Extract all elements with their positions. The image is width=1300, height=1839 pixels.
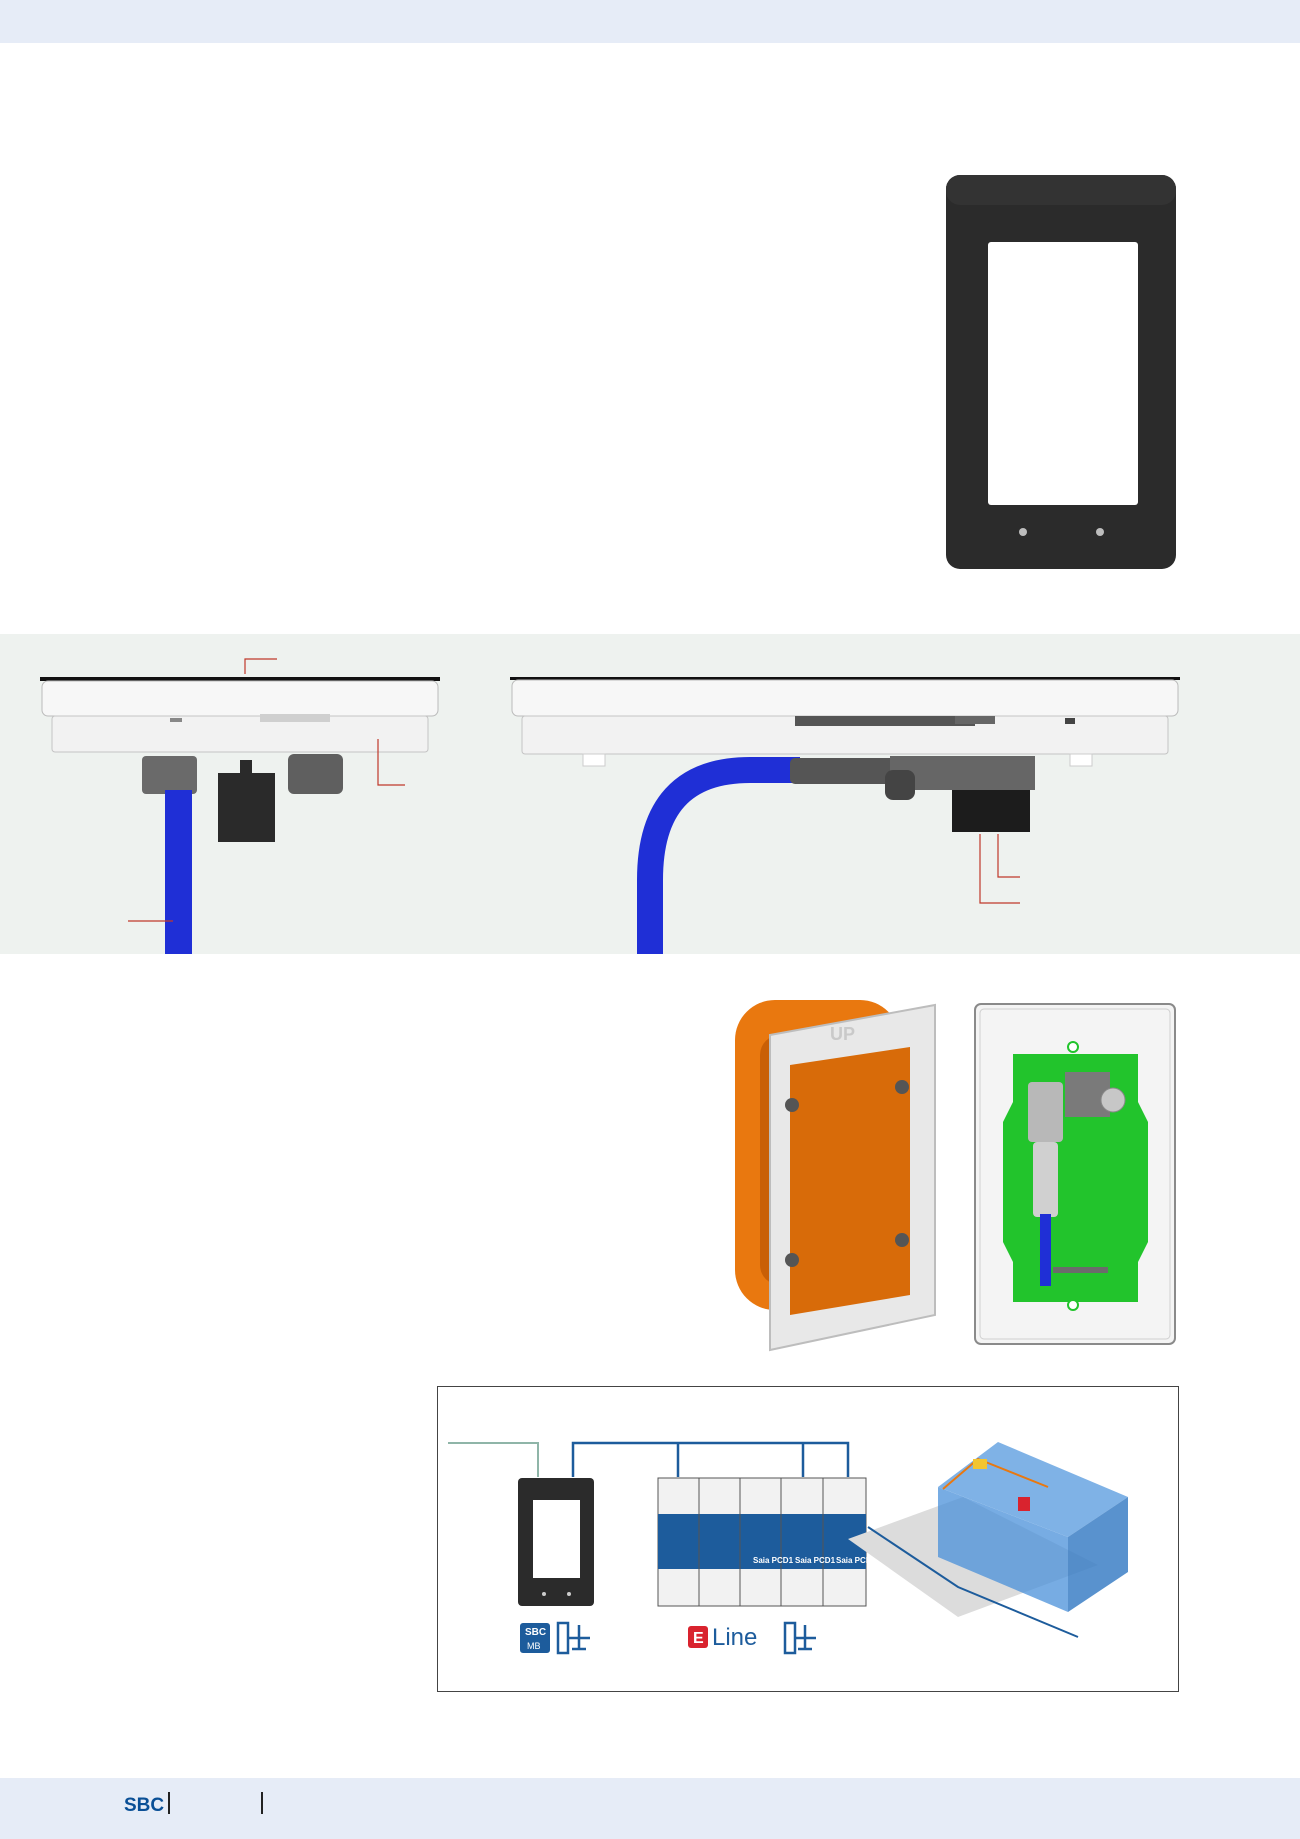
- terminal-block-side: [952, 790, 1030, 832]
- footer-divider-2: [261, 1792, 263, 1814]
- header-band: [0, 0, 1300, 43]
- network-topology-icon-1: [556, 1621, 590, 1655]
- ethernet-cable: [165, 790, 192, 954]
- panel-screen: [988, 242, 1138, 505]
- network-topology-icon-2: [783, 1621, 816, 1655]
- pcd-label-1: Saia PCD1: [753, 1556, 794, 1565]
- pcd-label-2: Saia PCD1: [795, 1556, 836, 1565]
- panel-led-left: [1019, 528, 1027, 536]
- eline-logo: E Line: [688, 1624, 757, 1651]
- panel-front-view: [946, 175, 1176, 569]
- pcd-modules: Saia PCD1 Saia PCD1 Saia PCD1: [657, 1477, 877, 1607]
- pcb-cable: [1040, 1214, 1051, 1286]
- rj45-plug: [142, 756, 197, 794]
- callout-line-lower-1: [997, 834, 1020, 878]
- terminal-block: [218, 760, 275, 842]
- ethernet-cable-curved: [637, 757, 800, 954]
- pcd-label-3: Saia PCD1: [836, 1556, 877, 1565]
- svg-text:Line: Line: [712, 1624, 757, 1651]
- grey-component: [288, 754, 343, 794]
- callout-line-top: [244, 658, 277, 674]
- room-illustration: [848, 1442, 1128, 1638]
- network-line-blue: [571, 1441, 850, 1477]
- footer-divider-1: [168, 1792, 170, 1814]
- svg-text:E: E: [693, 1630, 704, 1647]
- svg-text:MB: MB: [527, 1641, 541, 1651]
- rj45-plug-pcb: [1028, 1082, 1063, 1142]
- back-plate-pcb: [974, 1003, 1176, 1345]
- up-mark: UP: [830, 1024, 855, 1044]
- sbc-mb-logo: SBC MB: [520, 1623, 550, 1653]
- footer-brand: SBC: [124, 1795, 165, 1816]
- panel-led-right: [1096, 528, 1104, 536]
- network-line-green: [448, 1442, 539, 1477]
- callout-line-lower-2: [979, 834, 1020, 904]
- svg-text:SBC: SBC: [525, 1627, 546, 1638]
- callout-line-right: [377, 739, 405, 786]
- side-view-wide: [510, 677, 1180, 954]
- rj45-plug-side: [790, 758, 910, 784]
- flush-mount-box: UP: [735, 1000, 936, 1352]
- side-view-narrow: [40, 658, 440, 954]
- system-diagram-art: Saia PCD1 Saia PCD1 Saia PCD1 SBC MB E L…: [448, 1441, 1128, 1655]
- footer-band: [0, 1778, 1300, 1839]
